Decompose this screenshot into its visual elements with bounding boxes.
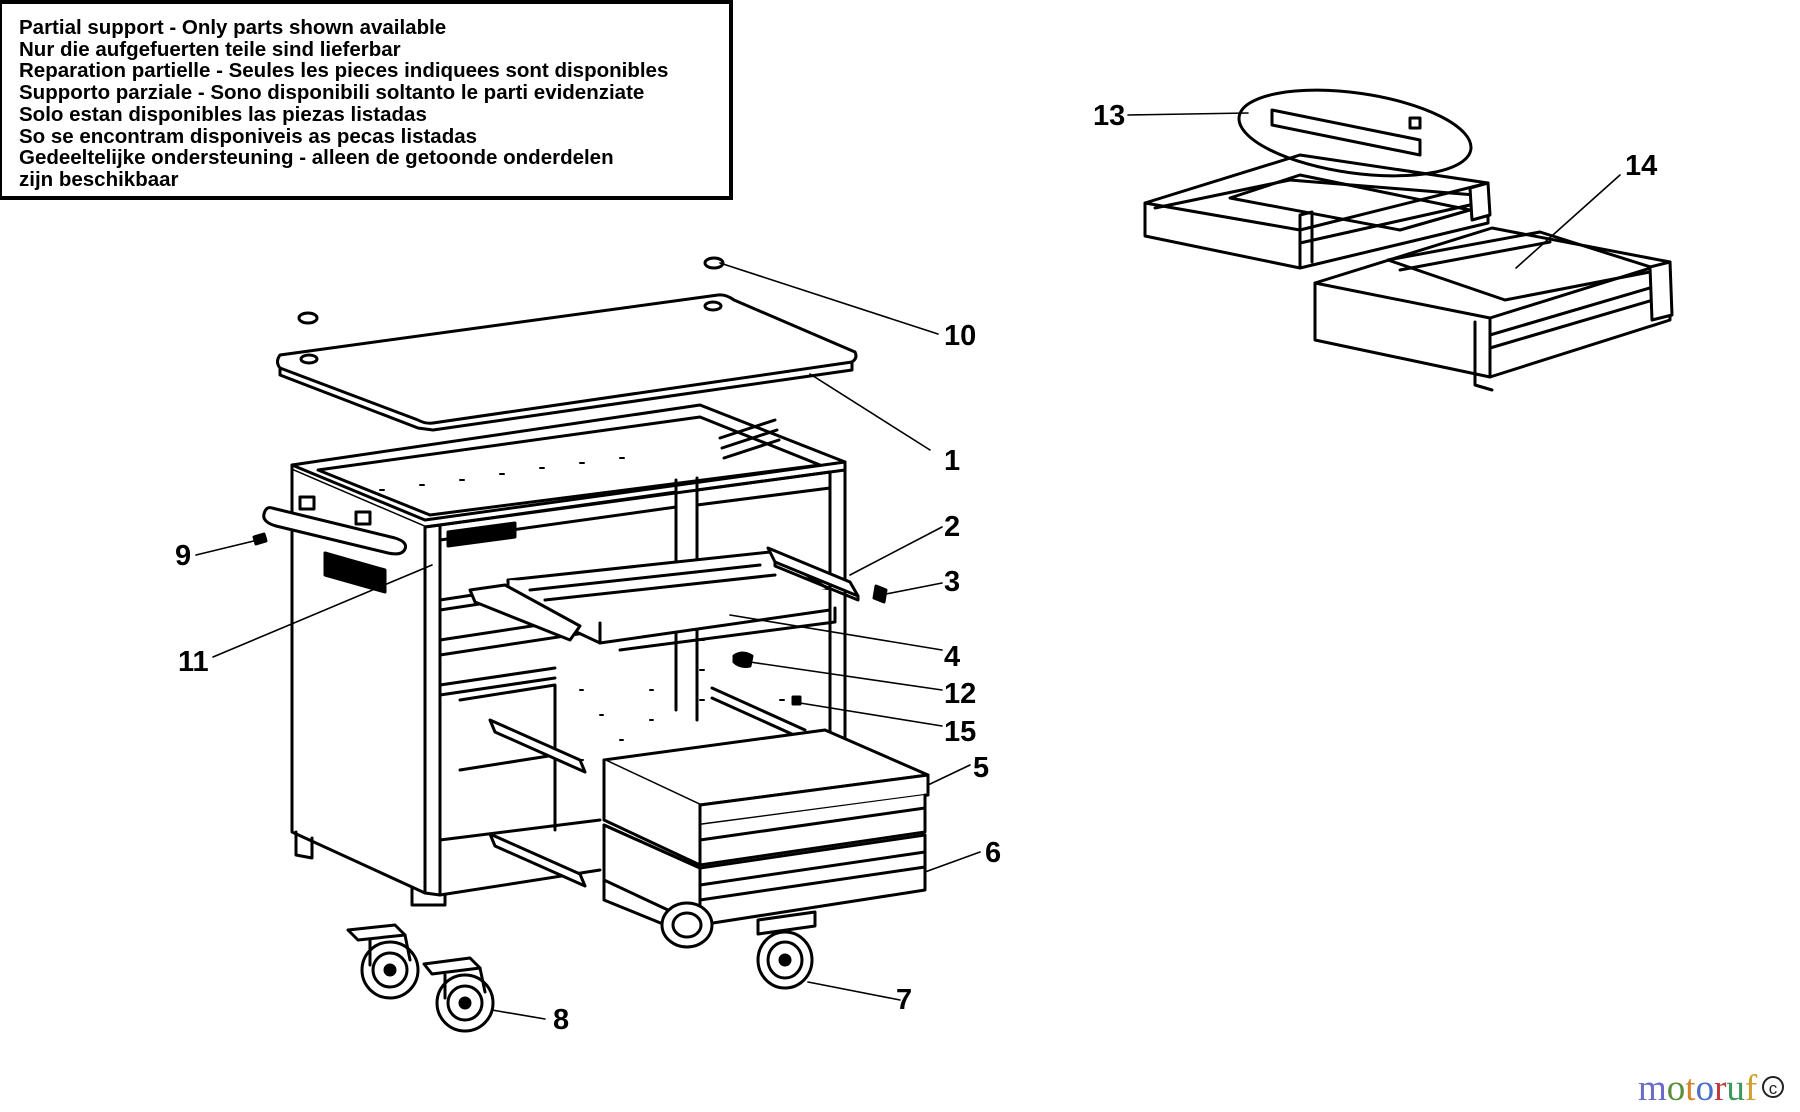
watermark-letter: o xyxy=(1666,1068,1686,1109)
watermark-letter: r xyxy=(1714,1068,1727,1109)
drawer-slide-parts xyxy=(488,546,860,888)
cabinet-body xyxy=(262,403,847,907)
watermark-text: motoruf xyxy=(1638,1068,1757,1109)
bumper-part xyxy=(732,651,754,668)
watermark-logo: motoruf xyxy=(1638,1067,1757,1110)
fixed-caster-part xyxy=(660,901,817,990)
callout-9: 9 xyxy=(175,540,191,572)
callout-2: 2 xyxy=(944,511,960,543)
notice-line-fr: Reparation partielle - Seules les pieces… xyxy=(19,59,669,83)
notice-line-it: Supporto parziale - Sono disponibili sol… xyxy=(19,81,645,105)
worktop-part xyxy=(276,293,858,432)
callout-1: 1 xyxy=(944,445,960,477)
callout-14: 14 xyxy=(1625,150,1657,182)
callout-10: 10 xyxy=(944,320,976,352)
callout-6: 6 xyxy=(985,837,1001,869)
leader-lines xyxy=(195,112,1621,1020)
clip-part xyxy=(791,695,802,706)
watermark-letter: o xyxy=(1695,1068,1715,1109)
notice-line-de: Nur die aufgefuerten teile sind lieferba… xyxy=(19,37,401,61)
callout-15: 15 xyxy=(944,716,976,748)
notice-line-pt: So se encontram disponiveis as pecas lis… xyxy=(19,124,478,148)
watermark-letter: f xyxy=(1744,1068,1758,1109)
callout-8: 8 xyxy=(553,1004,569,1036)
availability-notice-box: Partial support - Only parts shown avail… xyxy=(0,0,733,200)
lower-drawer-part xyxy=(602,728,930,867)
copyright-mark-icon: c xyxy=(1762,1076,1784,1098)
top-cap-parts xyxy=(297,256,725,325)
callout-3: 3 xyxy=(944,566,960,598)
upper-drawer-part xyxy=(468,550,837,652)
notice-line-nl: Gedeeltelijke ondersteuning - alleen de … xyxy=(19,146,614,170)
watermark-letter: m xyxy=(1638,1068,1667,1109)
callout-7: 7 xyxy=(896,984,912,1016)
watermark-letter: u xyxy=(1726,1068,1745,1109)
callout-11: 11 xyxy=(178,646,209,678)
watermark-letter: t xyxy=(1685,1068,1696,1109)
callout-5: 5 xyxy=(973,752,989,784)
notice-line-es: Solo estan disponibles las piezas listad… xyxy=(19,102,427,126)
callout-12: 12 xyxy=(944,678,976,710)
callout-4: 4 xyxy=(944,641,960,673)
swivel-caster-parts xyxy=(346,923,495,1033)
drawer-frame-detail xyxy=(1143,88,1674,392)
bolt-part xyxy=(872,584,888,604)
notice-line-nl-cont: zijn beschikbaar xyxy=(19,167,179,191)
callout-13: 13 xyxy=(1093,100,1125,132)
notice-line-en: Partial support - Only parts shown avail… xyxy=(19,16,447,39)
